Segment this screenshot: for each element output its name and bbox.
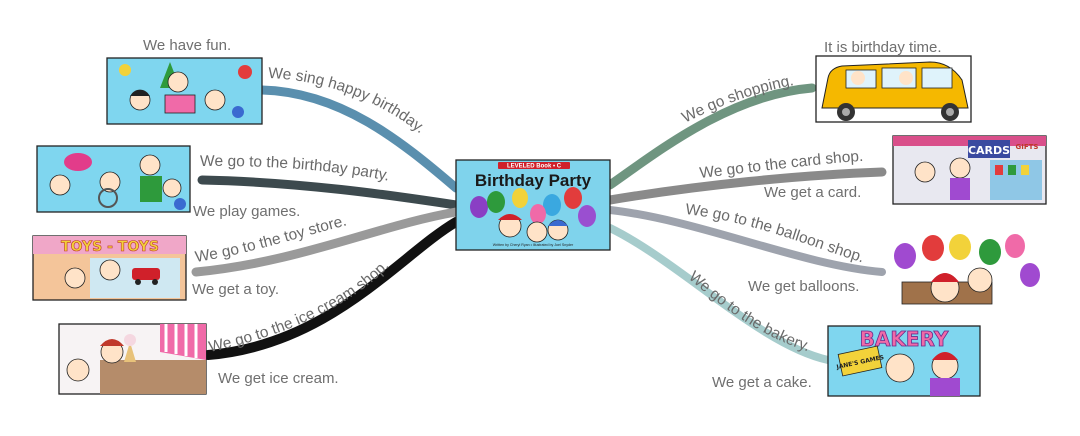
curve-label-1: We sing happy birthday. xyxy=(268,65,429,137)
caption-4: We get ice cream. xyxy=(218,370,339,387)
caption-5: It is birthday time. xyxy=(824,39,942,56)
caption-8: We get a cake. xyxy=(712,374,812,391)
picture-card-shop: CARDS GIFTS xyxy=(892,135,1047,205)
book-credits: Written by Cheryl Ryan • Illustrated by … xyxy=(493,243,574,247)
connector-5 xyxy=(605,83,817,190)
connector-2 xyxy=(197,175,461,210)
connector-4 xyxy=(203,217,461,360)
cards-sign: CARDS xyxy=(968,144,1010,157)
captions: We have fun. We play games. We get a toy… xyxy=(143,37,942,391)
connector-8 xyxy=(606,224,832,364)
caption-2: We play games. xyxy=(193,203,300,220)
branch-connectors xyxy=(191,83,887,364)
curve-label-4: We go to the ice cream shop. xyxy=(207,257,392,356)
connector-3 xyxy=(191,207,461,277)
caption-6: We get a card. xyxy=(764,184,861,201)
level-banner-text: LEVELED Book • C xyxy=(507,164,562,170)
connector-6 xyxy=(605,167,887,205)
caption-1: We have fun. xyxy=(143,37,231,54)
picture-ice-cream-shop xyxy=(58,323,207,395)
center-title: Birthday Party xyxy=(475,171,592,190)
picture-we-have-fun xyxy=(106,57,263,125)
picture-balloon-shop xyxy=(894,234,1040,305)
connector-7 xyxy=(606,206,886,276)
connector-1 xyxy=(257,85,461,193)
toys-sign: TOYS - TOYS xyxy=(61,239,159,255)
balloons-illustration xyxy=(470,187,596,243)
picture-play-games xyxy=(36,145,191,213)
center-book-cover: LEVELED Book • C Birthday Party Written … xyxy=(455,159,611,251)
picture-toy-store: TOYS - TOYS xyxy=(32,235,187,301)
picture-bakery: BAKERY JANE'S GAMES xyxy=(827,325,981,397)
level-banner xyxy=(498,162,570,169)
curve-label-5: We go shopping. xyxy=(679,72,795,126)
gifts-sign: GIFTS xyxy=(1016,143,1039,151)
picture-birthday-time-car xyxy=(815,55,972,123)
caption-7: We get balloons. xyxy=(748,278,859,295)
caption-3: We get a toy. xyxy=(192,281,279,298)
